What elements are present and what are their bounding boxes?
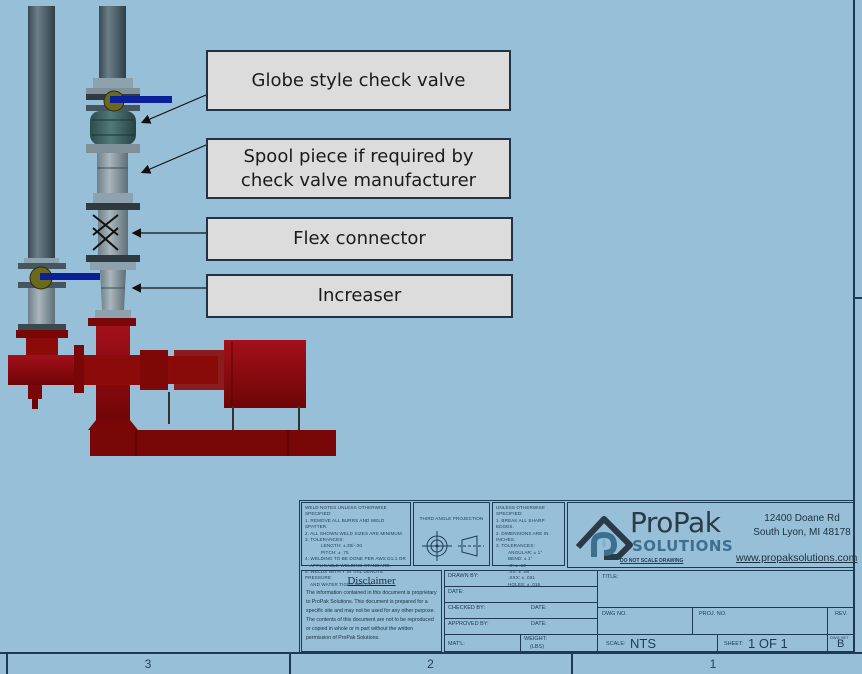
tolerance-heading: UNLESS OTHERWISE SPECIFIED: bbox=[496, 505, 545, 517]
callout-spool-piece: Spool piece if required by check valve m… bbox=[206, 138, 511, 199]
proj-no-field[interactable]: PROJ. NO. bbox=[692, 607, 828, 635]
tolerance-note: .XXX: ± .031 bbox=[508, 575, 535, 581]
sheet-field[interactable]: SHEET: 1 OF 1 bbox=[717, 634, 828, 652]
tolerance-note: HOLES: ± .016 bbox=[508, 581, 541, 587]
tolerance-note: 3. TOLERANCES: bbox=[496, 543, 535, 549]
left-ball-valve bbox=[29, 266, 100, 290]
callout-increaser: Increaser bbox=[206, 274, 513, 318]
weld-note: LENGTH: ±.30/-.00 bbox=[321, 543, 362, 549]
checked-by-field[interactable]: CHECKED BY: DATE: bbox=[444, 602, 598, 619]
tolerance-note: BEND: ± 1° bbox=[508, 556, 533, 562]
propak-logo-icon bbox=[575, 516, 633, 560]
weld-notes-box: WELD NOTES UNLESS OTHERWISE SPECIFIED: 1… bbox=[301, 502, 411, 587]
drawn-by-field[interactable]: DRAWN BY: bbox=[444, 570, 598, 587]
rev-field[interactable]: REV. bbox=[827, 607, 854, 635]
company-name: ProPak bbox=[630, 506, 721, 539]
callout-flex-connector: Flex connector bbox=[206, 217, 513, 261]
flex-connector bbox=[86, 210, 140, 270]
tolerance-note: ANGULAR: ± 1° bbox=[508, 549, 543, 555]
date-field[interactable]: DATE: bbox=[444, 586, 598, 603]
dwg-set-label: DWG SET bbox=[830, 635, 849, 640]
projection-box: THIRD ANGLE PROJECTION bbox=[413, 502, 490, 566]
weld-note: 2. ALL SHOWN WELD SIZES ARE MINIMUM. bbox=[305, 530, 404, 536]
drawn-by-label: DRAWN BY: bbox=[448, 573, 479, 579]
callout-text-line2: check valve manufacturer bbox=[240, 169, 477, 191]
tolerance-note: 1. BREAK ALL SHARP EDGES. bbox=[496, 517, 545, 530]
material-label: MAT'L: bbox=[448, 641, 465, 647]
sheet-value: 1 OF 1 bbox=[748, 636, 788, 651]
scale-value: NTS bbox=[630, 636, 656, 651]
tolerance-note: .XX: ± .06 bbox=[508, 569, 530, 575]
weld-notes-heading: WELD NOTES UNLESS OTHERWISE SPECIFIED: bbox=[305, 505, 387, 517]
approved-date-label: DATE: bbox=[531, 621, 547, 627]
address-line2: South Lyon, MI 48178 bbox=[753, 527, 851, 538]
dwg-no-label: DWG NO. bbox=[602, 611, 627, 617]
scale-field[interactable]: SCALE: NTS bbox=[597, 634, 718, 652]
disclaimer-title: Disclaimer bbox=[347, 575, 396, 587]
weld-note: 1. REMOVE ALL BURRS AND WELD SPATTER. bbox=[305, 517, 385, 530]
dwg-set-field[interactable]: DWG SET B bbox=[827, 634, 854, 652]
dwg-set-value: B bbox=[837, 638, 845, 650]
spool-piece bbox=[86, 153, 140, 210]
zone-label-3: 3 bbox=[144, 657, 152, 671]
callout-text: Flex connector bbox=[293, 228, 426, 249]
tolerance-note: 2. DIMENSIONS ARE IN INCHES. bbox=[496, 530, 549, 543]
approved-by-field[interactable]: APPROVED BY: DATE: bbox=[444, 618, 598, 635]
frame-zone-tick bbox=[853, 297, 862, 299]
globe-check-valve bbox=[86, 90, 172, 153]
left-pipe bbox=[18, 6, 66, 330]
callout-text-line1: Spool piece if required by bbox=[243, 145, 474, 167]
weld-note: 3. TOLERANCES: bbox=[305, 537, 344, 543]
increaser bbox=[95, 270, 131, 318]
dwg-no-field[interactable]: DWG NO. bbox=[597, 607, 693, 635]
title-field[interactable]: TITLE: bbox=[597, 570, 854, 608]
weight-field[interactable]: WEIGHT: (LBS) bbox=[520, 634, 598, 652]
frame-bottom-border bbox=[0, 652, 862, 654]
zone-divider bbox=[289, 652, 291, 674]
weight-unit-label: (LBS) bbox=[530, 644, 545, 650]
leader-lines bbox=[131, 94, 207, 293]
zone-divider bbox=[6, 652, 8, 674]
pump-and-motor bbox=[8, 318, 336, 456]
disclaimer-text: The information contained in this docume… bbox=[306, 590, 437, 641]
checked-date-label: DATE: bbox=[531, 605, 547, 611]
scale-label: SCALE: bbox=[606, 641, 626, 647]
company-name-solutions: SOLUTIONS bbox=[632, 537, 734, 555]
weld-note: 4. WELDING TO BE DONE PER AWS D1.1 OR bbox=[305, 556, 406, 562]
sheet-label: SHEET: bbox=[724, 641, 744, 647]
date-label: DATE: bbox=[448, 589, 464, 595]
tolerance-notes-box: UNLESS OTHERWISE SPECIFIED: 1. BREAK ALL… bbox=[492, 502, 565, 587]
callout-text: Increaser bbox=[317, 285, 402, 306]
frame-right-border bbox=[853, 0, 855, 654]
zone-label-2: 2 bbox=[427, 657, 434, 671]
weld-note: APPLICABLE WELDING STANDARD. bbox=[310, 562, 392, 568]
title-label: TITLE: bbox=[602, 574, 619, 580]
zone-label-1: 1 bbox=[709, 657, 717, 671]
company-box: ProPak SOLUTIONS DO NOT SCALE DRAWING 12… bbox=[567, 502, 858, 568]
callout-text: Globe style check valve bbox=[251, 69, 466, 91]
weld-note: PITCH: ± .75 bbox=[321, 549, 349, 555]
weld-note: 5. WELDS WITH Y IN TAIL DENOTE PRESSURE bbox=[305, 569, 384, 581]
proj-no-label: PROJ. NO. bbox=[699, 611, 727, 617]
third-angle-projection-icon bbox=[422, 531, 484, 561]
tolerance-note: .X: ± .10 bbox=[508, 562, 526, 568]
disclaimer-box: Disclaimer The information contained in … bbox=[301, 570, 442, 652]
projection-label: THIRD ANGLE PROJECTION bbox=[419, 516, 484, 521]
approved-by-label: APPROVED BY: bbox=[448, 621, 489, 627]
address-line1: 12400 Doane Rd bbox=[764, 513, 840, 524]
material-field[interactable]: MAT'L: bbox=[444, 634, 521, 652]
rev-label: REV. bbox=[835, 611, 848, 617]
weld-note: AND WATER TIGHT WELDS. bbox=[310, 581, 374, 587]
company-website-link[interactable]: www.propaksolutions.com bbox=[736, 552, 858, 564]
checked-by-label: CHECKED BY: bbox=[448, 605, 485, 611]
zone-divider bbox=[571, 652, 573, 674]
callout-globe-check-valve: Globe style check valve bbox=[206, 50, 511, 111]
do-not-scale-note: DO NOT SCALE DRAWING bbox=[620, 558, 684, 564]
weight-label: WEIGHT: bbox=[524, 636, 547, 642]
